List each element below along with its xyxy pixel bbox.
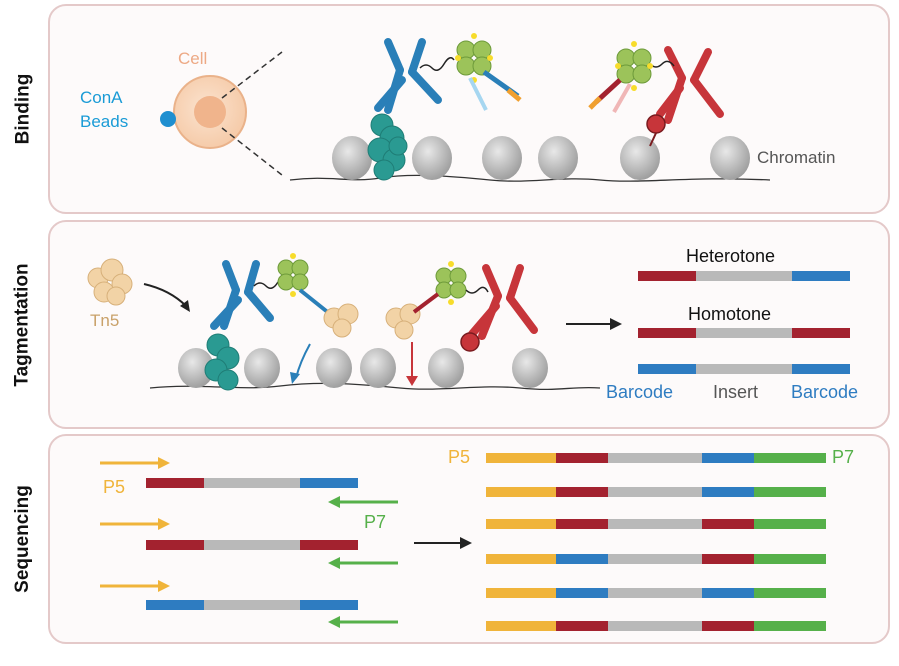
homotone-fragment-red (638, 328, 850, 338)
heterotone-label: Heterotone (686, 246, 775, 266)
dna-strand (289, 174, 771, 182)
binding-cell-group: Cell ConA Beads (80, 49, 283, 176)
adaptor-blue-tag-1 (298, 288, 332, 316)
protein-a-green-tag-2 (435, 261, 467, 305)
library-row-5 (486, 588, 826, 598)
binding-chromatin: Chromatin (289, 113, 835, 182)
seq-fragment-2 (146, 540, 358, 550)
modification-marker-red-tag (460, 332, 480, 352)
library-row-6 (486, 621, 826, 631)
protein-a-green-tag-1 (277, 253, 309, 297)
linker-blue-tag (253, 281, 279, 289)
nucleosome-t5 (428, 348, 464, 388)
nucleosome-5 (620, 136, 660, 180)
seq-left-group: P5 P7 (100, 457, 398, 628)
nucleosome-t1 (178, 348, 214, 388)
protein-complex-teal-tag (204, 333, 240, 391)
nucleosome-t6 (512, 348, 548, 388)
p5-arrow-3-head (158, 580, 170, 592)
adaptor-light-1 (468, 77, 488, 111)
nucleosome-6 (710, 136, 750, 180)
seq-fragment-1 (146, 478, 358, 488)
p7-arrow-2-head (328, 557, 340, 569)
p7-arrow-3-head (328, 616, 340, 628)
linker-blue (419, 57, 455, 71)
nucleosome-2 (412, 136, 452, 180)
tagmentation-panel (48, 220, 890, 429)
adaptor-orange-1 (506, 88, 522, 102)
cona-beads-label-1: ConA (80, 88, 123, 107)
homotone-label: Homotone (688, 304, 771, 324)
library-row-1 (486, 453, 826, 463)
nucleosome-1 (332, 136, 372, 180)
cona-bead-icon (160, 111, 176, 127)
adaptor-orange-2 (588, 96, 602, 110)
seq-fragment-3 (146, 600, 358, 610)
linker-red (649, 60, 675, 68)
adaptor-red-tag-2 (412, 292, 440, 314)
antibody-blue-binding (374, 38, 442, 114)
nucleosome-t4 (360, 348, 396, 388)
barcode-right-label: Barcode (791, 382, 858, 402)
cut-arrow-blue-head (290, 372, 300, 384)
marker-stem-red (649, 132, 657, 147)
p5-right-label: P5 (448, 447, 470, 467)
antibody-red-binding (656, 46, 724, 124)
nucleosome-t2 (244, 348, 280, 388)
cut-arrow-red-head (406, 376, 418, 386)
nucleosome-3 (482, 136, 522, 180)
cut-arrow-blue (295, 343, 311, 379)
p5-left-label: P5 (103, 477, 125, 497)
dna-strand-tag (149, 382, 601, 391)
protein-a-green-1 (455, 33, 493, 83)
seq-result-arrow-head (460, 537, 472, 549)
p7-right-label: P7 (832, 447, 854, 467)
linker-red-tag (465, 286, 489, 294)
zoom-line-top (221, 51, 283, 99)
insert-label: Insert (713, 382, 758, 402)
modification-marker-red (646, 114, 666, 134)
antibody-red-tag (468, 264, 538, 340)
cona-beads-label-2: Beads (80, 112, 128, 131)
p7-arrow-1-head (328, 496, 340, 508)
tn5-label: Tn5 (90, 311, 119, 330)
tn5-bound-1 (323, 303, 359, 338)
barcode-left-label: Barcode (606, 382, 673, 402)
p5-arrow-2-head (158, 518, 170, 530)
nucleosome-4 (538, 136, 578, 180)
tn5-icon (87, 258, 133, 306)
library-row-3 (486, 519, 826, 529)
library-row-2 (486, 487, 826, 497)
nucleosome-t3 (316, 348, 352, 388)
tn5-bound-2 (385, 303, 421, 340)
tag-result-arrow-head (610, 318, 622, 330)
adaptor-pink-2 (612, 83, 632, 113)
homotone-fragment-blue (638, 364, 850, 374)
library-row-4 (486, 554, 826, 564)
p5-arrow-1-head (158, 457, 170, 469)
cell-nucleus-icon (194, 96, 226, 128)
tn5-arrow (143, 283, 187, 307)
zoom-line-bottom (221, 127, 283, 176)
protein-complex-teal (367, 113, 408, 181)
tn5-arrow-head (180, 300, 190, 312)
chromatin-label: Chromatin (757, 148, 835, 167)
protein-a-green-2 (615, 41, 653, 91)
antibody-blue-tag (210, 260, 274, 330)
p7-left-label: P7 (364, 512, 386, 532)
heterotone-fragment (638, 271, 850, 281)
cell-label: Cell (178, 49, 207, 68)
